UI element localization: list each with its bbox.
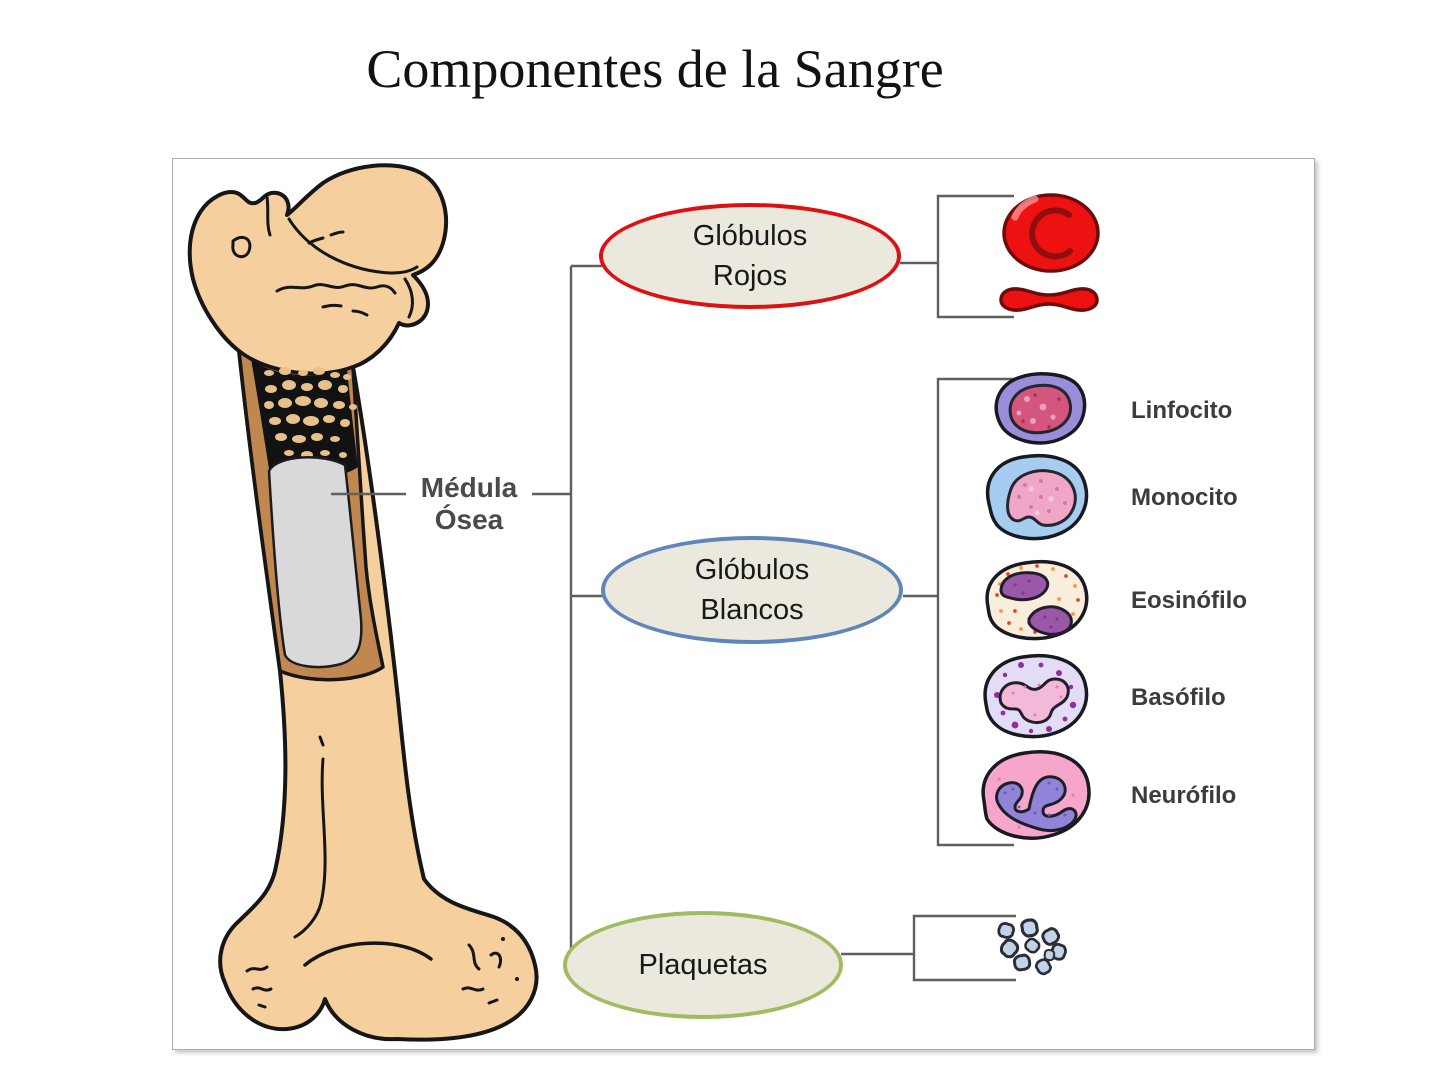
node-plaquetas-label: Plaquetas	[638, 948, 768, 981]
node-globulos-blancos-label: Glóbulos Blancos	[694, 553, 810, 626]
basophil-icon	[983, 653, 1089, 739]
label-monocito: Monocito	[1131, 484, 1238, 511]
label-neurofilo: Neurófilo	[1131, 782, 1237, 809]
node-globulos-rojos-label: Glóbulos Rojos	[692, 219, 808, 292]
label-eosinofilo: Eosinófilo	[1131, 587, 1247, 614]
medula-osea-label: Médula Ósea	[420, 472, 518, 536]
femur-proximal	[187, 163, 448, 376]
bone-marrow-cavity	[267, 456, 363, 669]
diagram-panel: Médula Ósea Glóbulos Rojos Glóbulos Blan…	[172, 158, 1315, 1050]
monocyte-icon	[985, 453, 1089, 541]
rbc-bracket	[936, 194, 1014, 319]
node-globulos-rojos: Glóbulos Rojos	[599, 203, 901, 309]
platelet-bracket	[912, 914, 1016, 982]
diagram-canvas	[187, 163, 1100, 1042]
femur-illustration	[187, 163, 539, 1042]
platelet-cluster-icon	[996, 917, 1069, 978]
wbc-bracket	[936, 377, 1014, 847]
rbc-top-view-icon	[1002, 193, 1100, 273]
label-linfocito: Linfocito	[1131, 397, 1233, 424]
eosinophil-icon	[985, 559, 1089, 641]
page-title: Componentes de la Sangre	[366, 39, 944, 99]
lymphocyte-icon	[994, 372, 1087, 445]
connector-tree	[331, 194, 1016, 982]
spongy-bone	[251, 359, 358, 480]
neutrophil-icon	[981, 750, 1091, 840]
node-plaquetas: Plaquetas	[563, 911, 843, 1019]
bone-detail-lines	[231, 195, 519, 1009]
node-globulos-blancos: Glóbulos Blancos	[601, 536, 903, 644]
rbc-side-view-icon	[999, 287, 1099, 312]
label-basofilo: Basófilo	[1131, 684, 1226, 711]
